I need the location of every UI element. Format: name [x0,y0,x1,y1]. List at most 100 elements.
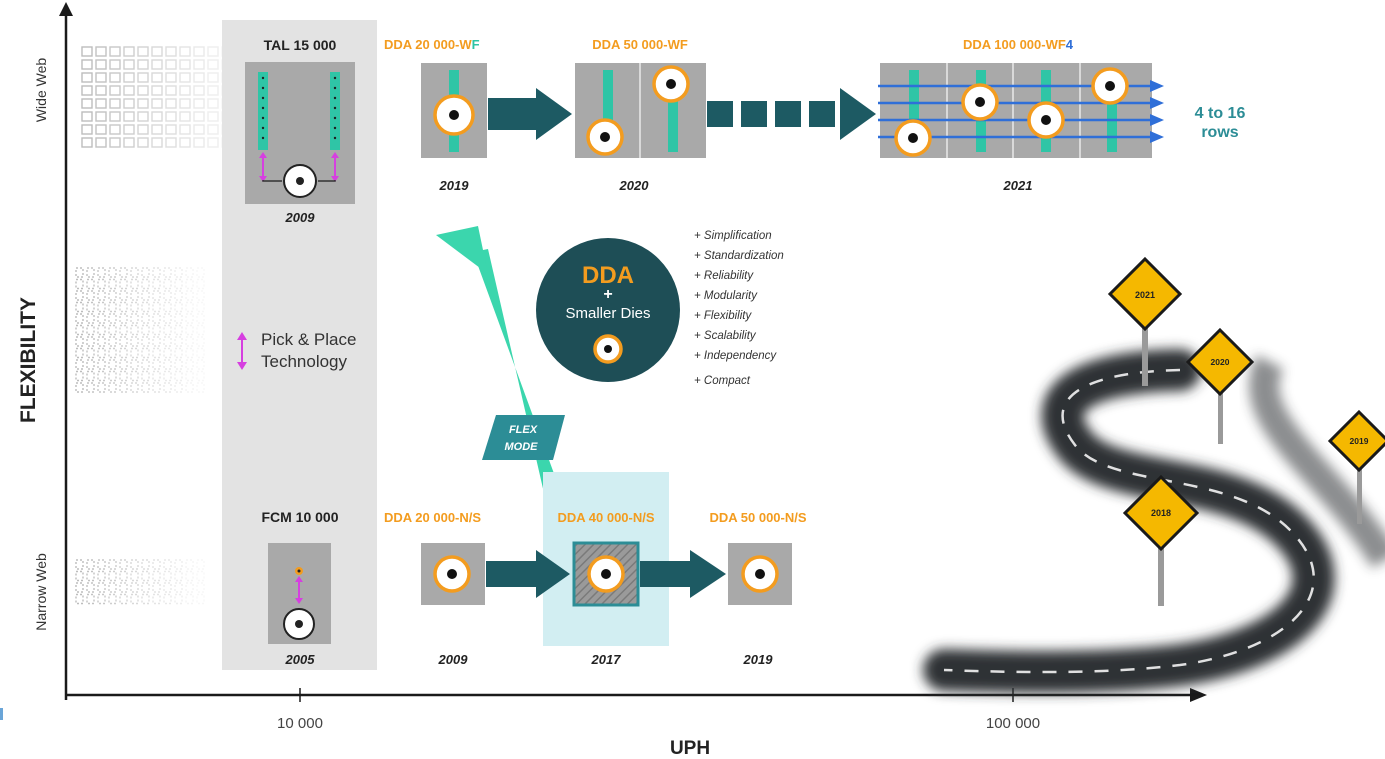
web-cell [185,582,194,593]
web-cell [163,582,172,593]
web-cell [207,124,219,135]
web-cell [86,370,95,382]
x-tick-100000: 100 000 [986,715,1040,732]
web-cell [174,382,183,393]
web-cell [152,290,161,301]
web-cell [174,582,183,593]
web-cell [185,570,194,582]
web-cell [119,313,128,324]
web-cell [137,72,149,83]
flex-mode-line1: FLEX [509,424,538,436]
web-cell [108,301,117,313]
rows-line2: rows [1201,124,1238,141]
web-cell [137,85,149,96]
web-cell [165,59,177,70]
web-cell [141,570,150,582]
web-cell [130,347,139,359]
web-cell [174,370,183,382]
benefits-list: + Simplification + Standardization + Rel… [694,230,784,387]
web-cell [130,570,139,582]
web-cell [179,124,191,135]
web-cell [75,559,84,570]
web-cell [163,336,172,347]
web-cell [75,290,84,301]
web-cell [141,559,150,570]
web-cell [123,85,135,96]
web-cell [81,98,93,109]
web-cell [75,324,84,336]
web-cell [130,359,139,370]
web-cell [75,582,84,593]
web-cell [185,336,194,347]
web-cell [97,359,106,370]
rows-line1: 4 to 16 [1195,105,1246,122]
web-cell [109,111,121,122]
web-cell [193,72,205,83]
web-cell [207,46,219,57]
web-cell [109,98,121,109]
web-cell [108,267,117,278]
web-cell [163,359,172,370]
wide-dda50-module [575,63,706,158]
web-cell [185,278,194,290]
web-cell [75,313,84,324]
web-cell [109,72,121,83]
x-axis-arrow [1190,688,1207,702]
web-cell [196,347,205,359]
web-cell [81,72,93,83]
web-cell [123,124,135,135]
web-cell [151,85,163,96]
road-sign-2018 [1122,474,1200,606]
web-cell [130,267,139,278]
web-cell [196,324,205,336]
web-cell [193,124,205,135]
web-cell [196,382,205,393]
web-cell [152,582,161,593]
web-cell [130,593,139,605]
web-cell [163,290,172,301]
web-cell [163,347,172,359]
web-cell [119,336,128,347]
web-cell [165,85,177,96]
web-cell [97,267,106,278]
web-cell [130,324,139,336]
web-cell [151,46,163,57]
web-cell [163,278,172,290]
web-cell [86,278,95,290]
web-cell [196,582,205,593]
web-cell [141,324,150,336]
web-cell [179,59,191,70]
web-cell [141,582,150,593]
web-cell [95,124,107,135]
web-cell [174,559,183,570]
web-cell [108,559,117,570]
web-cell [81,85,93,96]
web-cell [185,359,194,370]
web-cell [86,593,95,605]
web-cell [152,301,161,313]
web-cell [141,347,150,359]
web-cell [174,336,183,347]
web-cell [185,324,194,336]
web-cell [163,570,172,582]
web-cell [119,347,128,359]
web-cell [174,593,183,605]
web-cell [185,301,194,313]
web-cell [108,336,117,347]
web-cell [185,347,194,359]
web-cell [174,301,183,313]
y-axis-label: FLEXIBILITY [17,297,40,423]
web-cell [196,570,205,582]
narrow-dda20-title: DDA 20 000-N/S [384,510,481,525]
web-cell [207,59,219,70]
web-cell [163,559,172,570]
benefit-item: + Independency [694,350,777,362]
fcm-title: FCM 10 000 [261,509,338,525]
web-cell [193,137,205,148]
web-cell [179,111,191,122]
web-cell [130,301,139,313]
web-cell [119,290,128,301]
web-cell [193,85,205,96]
web-cell [108,370,117,382]
web-cell [130,336,139,347]
